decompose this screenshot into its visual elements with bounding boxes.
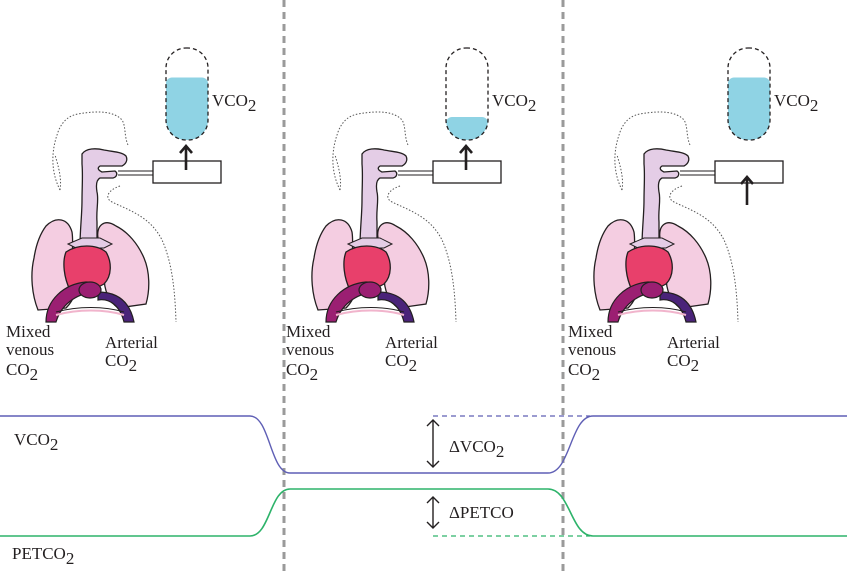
arterial-co2-label: CO2: [385, 351, 417, 375]
mixed-venous-co2-label: CO2: [286, 360, 318, 384]
delta-vco2-label: ΔVCO2: [449, 437, 504, 461]
petco2-trace-line: [0, 488, 847, 537]
panels: VCO2MixedvenousCO2ArterialCO2VCO2Mixedve…: [6, 47, 818, 384]
vco2-gauge-outline: [165, 47, 209, 141]
delta-vco2-double-arrow-icon: [426, 419, 440, 468]
arterial-co2-label: CO2: [105, 351, 137, 375]
co2-analyzer-box: [714, 160, 784, 184]
vco2-gauge-outline: [445, 47, 489, 141]
co2-flow-arrow-icon: [179, 144, 193, 170]
vco2-gauge: VCO2: [165, 47, 256, 141]
delta-petco-label: ΔPETCO: [449, 503, 514, 522]
vco2-gauge-outline: [727, 47, 771, 141]
mixed-venous-co2-label: Mixed: [6, 322, 51, 341]
mixed-venous-co2-label: CO2: [568, 360, 600, 384]
respiratory-anatomy-figure: [592, 111, 739, 323]
mixed-venous-co2-label: Mixed: [286, 322, 331, 341]
vco2-gauge-fill: [446, 117, 488, 140]
vco2-trace-line: [0, 415, 847, 474]
vco2-gauge: VCO2: [727, 47, 818, 141]
mixed-venous-co2-label: venous: [6, 340, 54, 359]
petco2-trace-label: PETCO2: [12, 544, 74, 568]
vco2-trace-label: VCO2: [14, 430, 58, 454]
arterial-co2-label: CO2: [667, 351, 699, 375]
vco2-gauge-label: VCO2: [774, 91, 818, 115]
vco2-gauge-fill: [728, 77, 770, 140]
vco2-gauge-label: VCO2: [492, 91, 536, 115]
mixed-venous-co2-label: Mixed: [568, 322, 613, 341]
vco2-gauge-label: VCO2: [212, 91, 256, 115]
trace-area: ΔVCO2 ΔPETCO VCO2 PETCO2: [0, 415, 847, 568]
delta-petco-double-arrow-icon: [426, 496, 440, 529]
mixed-venous-co2-label: venous: [286, 340, 334, 359]
respiratory-anatomy-figure: [30, 111, 178, 323]
arterial-co2-label: Arterial: [105, 333, 158, 352]
co2-flow-arrow-icon: [459, 144, 473, 170]
mixed-venous-co2-label: venous: [568, 340, 616, 359]
vco2-gauge: VCO2: [445, 47, 536, 141]
vco2-gauge-fill: [166, 77, 208, 140]
arterial-co2-label: Arterial: [385, 333, 438, 352]
arterial-co2-label: Arterial: [667, 333, 720, 352]
mixed-venous-co2-label: CO2: [6, 360, 38, 384]
co2-flow-arrow-icon: [740, 175, 754, 205]
respiratory-anatomy-figure: [310, 111, 457, 323]
